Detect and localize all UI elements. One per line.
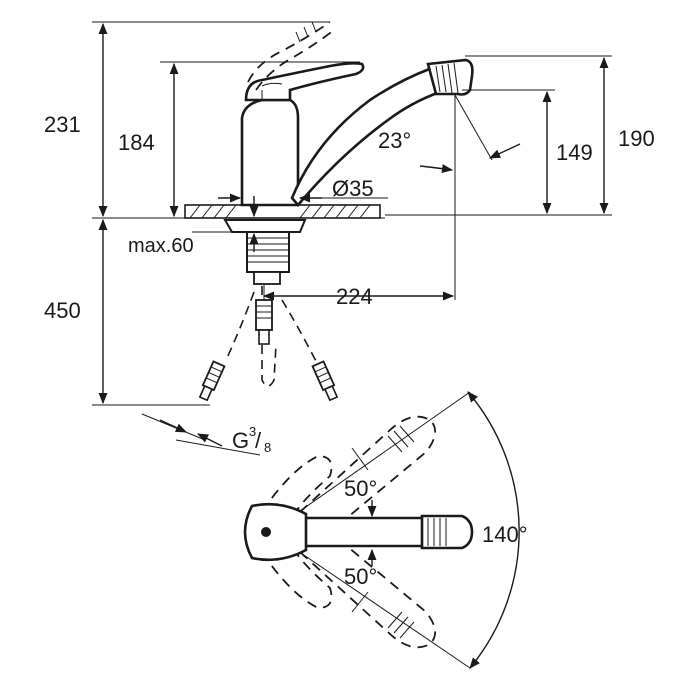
side-view [184, 21, 493, 402]
hose-end-left [198, 360, 226, 402]
mounting-plate [223, 219, 307, 233]
lever-indicator-dot [261, 527, 271, 537]
lever-raised-ghost [247, 21, 335, 91]
hose-end-right [311, 360, 339, 402]
faucet-body [240, 98, 300, 207]
label-thread-letter: G [232, 428, 249, 453]
label-overall-height: 231 [44, 112, 81, 137]
countertop-deck [184, 204, 381, 219]
swivel-arc [467, 391, 520, 669]
flexible-hoses [225, 291, 319, 387]
label-spout-angle: 23° [378, 128, 411, 153]
dimension-labels-side: 231 184 450 190 149 23° Ø35 max.60 224 G… [44, 112, 655, 455]
dimension-labels-top: 50° 50° 140° [344, 476, 528, 589]
lever-handle [244, 62, 365, 102]
label-max-deck-thickness: max.60 [128, 235, 194, 257]
spout-top [284, 514, 474, 550]
label-base-diameter: Ø35 [332, 176, 374, 201]
spout-ghost-upper [299, 415, 436, 533]
label-hose-length: 450 [44, 298, 81, 323]
label-connection-thread: G 3 / 8 [232, 424, 271, 455]
label-spout-outlet-height: 149 [556, 140, 593, 165]
label-thread-slash: / [255, 428, 262, 453]
hose-connector [255, 286, 273, 345]
top-view [243, 391, 520, 669]
label-spout-max-height: 190 [618, 126, 655, 151]
label-swivel-right: 50° [344, 564, 377, 589]
spout [290, 58, 474, 208]
lever-ghost-upper [261, 455, 333, 521]
spout-axis [454, 94, 493, 300]
label-thread-numerator: 3 [249, 424, 256, 439]
dimension-lines-side [92, 21, 612, 456]
spout-ghost-lower [299, 531, 436, 649]
label-spout-reach: 224 [336, 284, 373, 309]
lever-top [243, 502, 308, 562]
lever-ghost-lower [261, 543, 333, 609]
label-swivel-total: 140° [482, 522, 528, 547]
label-swivel-left: 50° [344, 476, 377, 501]
label-lever-height: 184 [118, 130, 155, 155]
label-thread-denominator: 8 [264, 440, 271, 455]
